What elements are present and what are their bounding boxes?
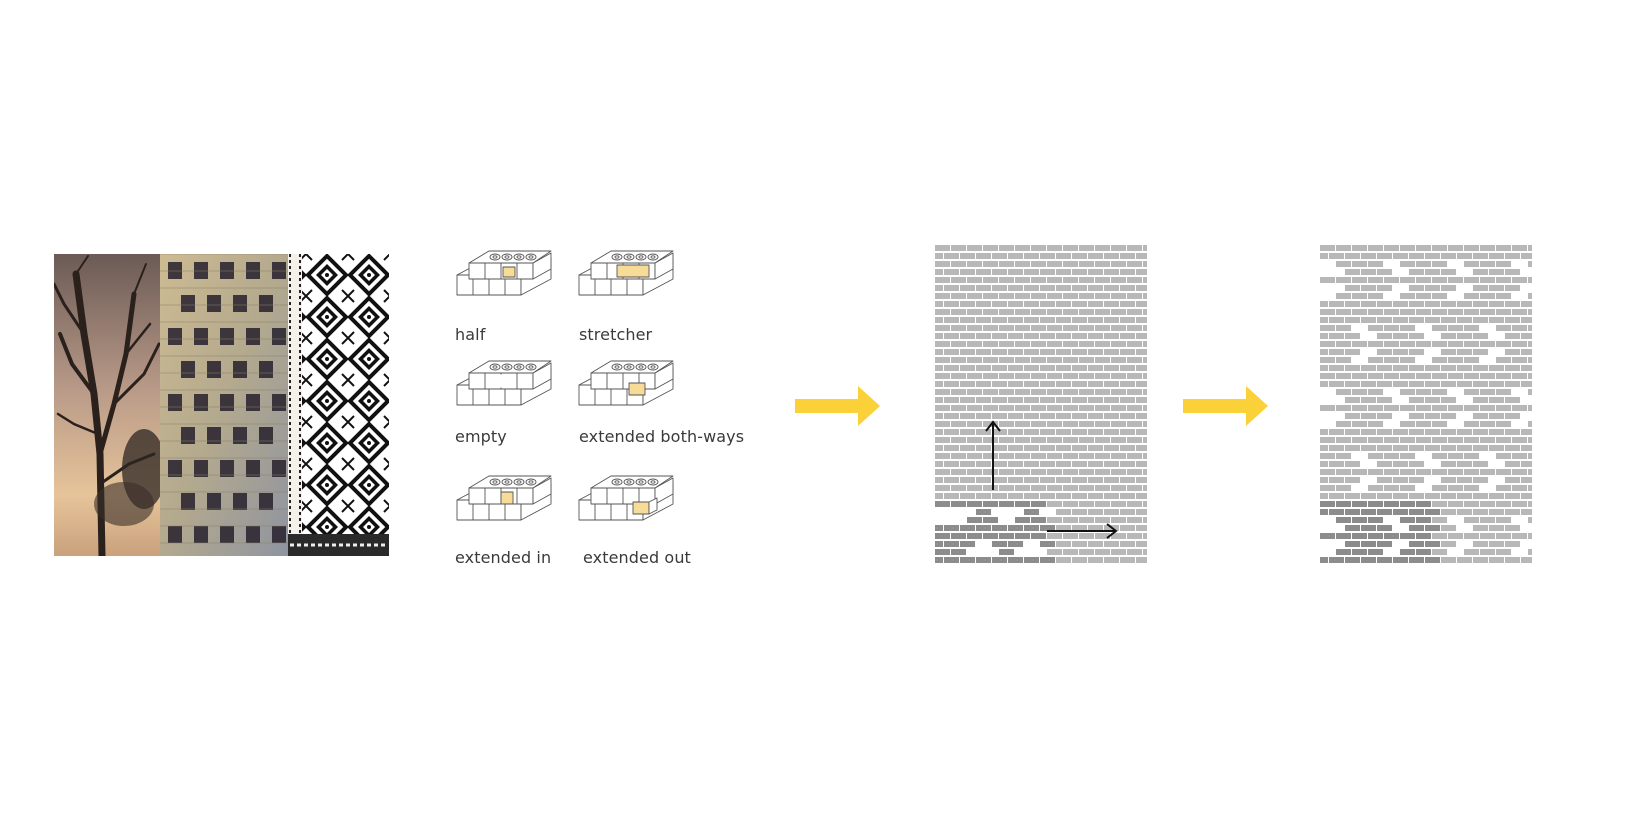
process-arrow-icon: [1183, 386, 1268, 426]
stretcher-brick-icon: [578, 250, 674, 296]
extended-both-ways-brick-icon: [578, 360, 674, 406]
half-label: half: [455, 325, 486, 344]
empty-brick-icon: [456, 360, 552, 406]
extended-both-ways-label: extended both-ways: [579, 427, 745, 446]
extended-in-brick-icon: [456, 475, 552, 521]
brick-wall-perforated-pattern: [1320, 245, 1532, 563]
half-brick-icon: [456, 250, 552, 296]
tree-photo: [54, 254, 166, 556]
extended-out-label: extended out: [583, 548, 691, 567]
extended-out-brick-icon: [578, 475, 674, 521]
extended-in-label: extended in: [455, 548, 552, 567]
growth-arrow-right-icon: [1047, 523, 1118, 539]
carpet-pattern-photo: [288, 254, 389, 556]
brick-wall-growth-diagram: [935, 245, 1147, 563]
growth-arrow-up-icon: [985, 420, 1001, 490]
empty-label: empty: [455, 427, 507, 446]
inspiration-collage: [54, 254, 389, 556]
brick-wall-photo: [160, 254, 288, 556]
process-arrow-icon: [795, 386, 880, 426]
stretcher-label: stretcher: [579, 325, 653, 344]
